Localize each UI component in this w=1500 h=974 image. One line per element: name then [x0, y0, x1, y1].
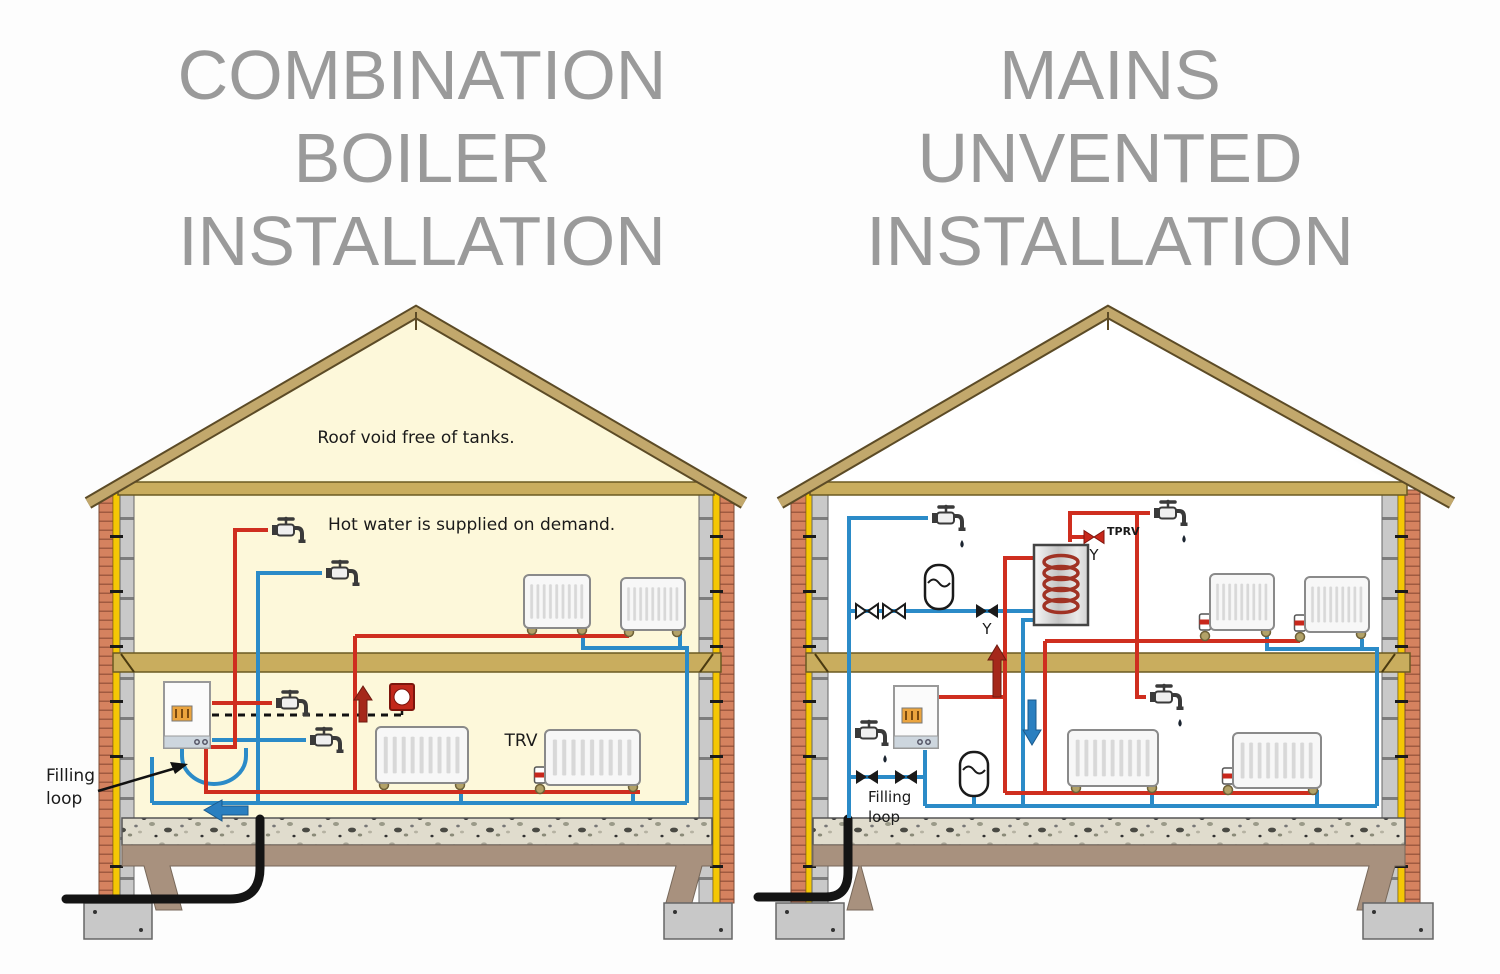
ceiling-joist [117, 481, 715, 496]
cavity-wall-left [790, 489, 829, 904]
wall-ties [110, 535, 123, 868]
right-diagram-title: MAINS UNVENTED INSTALLATION [800, 34, 1420, 283]
radiator [523, 574, 591, 636]
radiator [1198, 573, 1275, 642]
floor-slab [121, 817, 713, 846]
cavity-wall-left [98, 489, 135, 904]
radiator [375, 726, 469, 791]
intermediate-floor [805, 652, 1411, 673]
filling-loop-label: Filling loop [46, 766, 95, 809]
footing [1362, 902, 1434, 940]
ceiling-joist [809, 481, 1408, 496]
svg-text:Y: Y [981, 620, 992, 638]
expansion-vessel-icon [958, 750, 990, 798]
coil-icon [1042, 553, 1080, 615]
return-arrow-down-icon [1022, 699, 1042, 746]
foundation [812, 844, 1406, 911]
combi-boiler [163, 681, 211, 749]
hot-water-note: Hot water is supplied on demand. [328, 515, 615, 535]
wall-ties [710, 535, 723, 868]
trv-head-icon [1198, 613, 1212, 631]
cold-main-pipe [753, 814, 853, 902]
trv-head-icon [1293, 614, 1307, 632]
radiator [1067, 729, 1159, 794]
filling-loop-label: Filling loop [868, 788, 911, 826]
svg-text:loop: loop [868, 808, 900, 826]
right-house: Y Y [753, 304, 1456, 940]
radiator [620, 577, 686, 638]
roof-note: Roof void free of tanks. [317, 428, 514, 448]
flow-arrow-up-icon [987, 644, 1007, 698]
trv-head-icon [533, 766, 547, 784]
right-title-line3: INSTALLATION [866, 202, 1354, 280]
roof [776, 304, 1456, 509]
gas-main-pipe [61, 814, 265, 904]
radiator [1221, 732, 1322, 796]
tprv-valve-icon: Y [1083, 530, 1105, 564]
roof [84, 304, 748, 509]
trv-label: TRV [504, 731, 538, 751]
left-title-line1: COMBINATION [177, 36, 667, 114]
svg-text:Y: Y [1088, 546, 1099, 564]
cavity-wall-right [1381, 489, 1421, 904]
left-title-line3: INSTALLATION [178, 202, 666, 280]
svg-text:loop: loop [46, 789, 82, 809]
roof-void [812, 316, 1404, 490]
strainer-valve-icon: Y [976, 604, 998, 638]
footing [83, 902, 153, 940]
footing [663, 902, 733, 940]
left-diagram-title: COMBINATION BOILER INSTALLATION [112, 34, 732, 283]
svg-text:Filling: Filling [46, 766, 95, 786]
foundation [121, 844, 713, 911]
roof-void [120, 316, 712, 490]
floor-brace [120, 653, 714, 673]
wall-ties [803, 535, 816, 868]
right-title-line1: MAINS [999, 36, 1221, 114]
pointer-arrow [97, 762, 188, 793]
trv-head-icon [1221, 767, 1235, 785]
tprv-label: TPRV [1107, 525, 1140, 538]
expansion-vessel-icon [923, 563, 955, 611]
footing [775, 902, 845, 940]
left-title-line2: BOILER [293, 119, 551, 197]
right-title-line2: UNVENTED [917, 119, 1303, 197]
radiator [1293, 576, 1370, 643]
radiator [533, 729, 641, 795]
unvented-cylinder [1032, 543, 1090, 627]
floor-slab [812, 817, 1406, 846]
return-arrow-left-icon [203, 799, 249, 822]
svg-text:Filling: Filling [868, 788, 911, 806]
thermostat-icon [389, 683, 415, 711]
system-boiler [893, 685, 939, 749]
floor-brace [814, 653, 1396, 673]
left-house: Roof void free of tanks. Hot water is su… [46, 304, 748, 940]
flow-arrow-up-icon [353, 685, 373, 723]
intermediate-floor [112, 652, 722, 673]
